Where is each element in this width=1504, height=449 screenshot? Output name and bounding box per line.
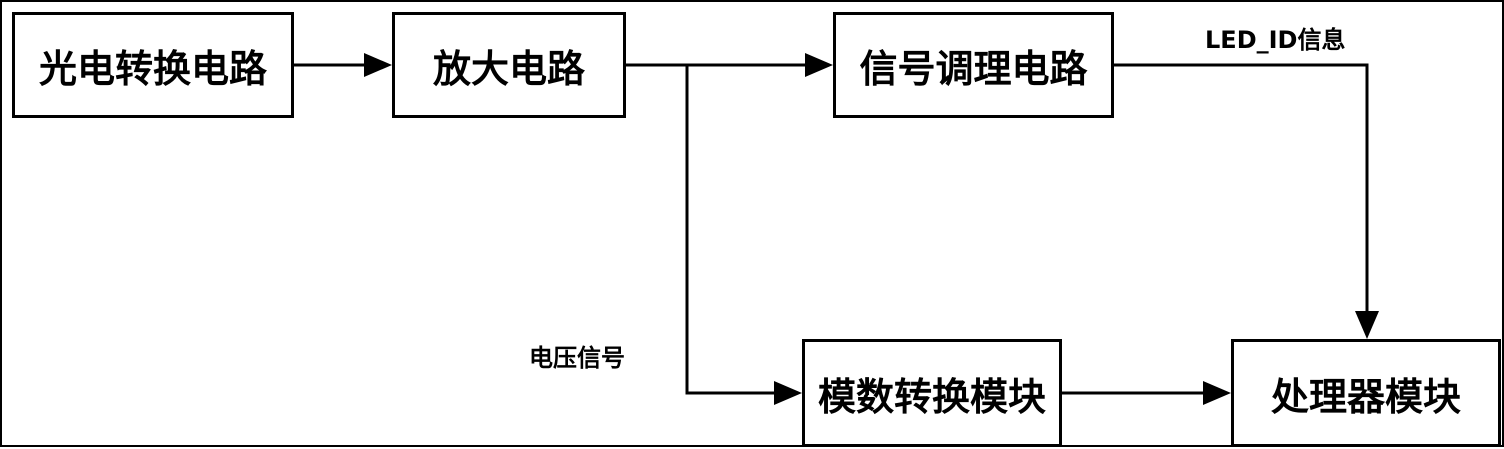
arrowhead-to-adc	[774, 381, 802, 405]
signal-conditioning-block: 信号调理电路	[833, 12, 1114, 118]
processor-module-block: 处理器模块	[1231, 339, 1501, 447]
adc-module-block: 模数转换模块	[802, 339, 1062, 447]
arrow-amplifier-to-adc	[685, 65, 774, 395]
led-id-info-label: LED_ID信息	[1205, 26, 1346, 54]
photoelectric-conversion-block: 光电转换电路	[12, 12, 294, 118]
arrowhead-to-processor-left	[1203, 381, 1231, 405]
arrowhead-to-amplifier	[364, 53, 392, 77]
amplifier-circuit-block: 放大电路	[392, 12, 626, 118]
voltage-signal-label: 电压信号	[529, 344, 625, 372]
arrowhead-to-conditioning	[805, 53, 833, 77]
arrow-conditioning-to-processor	[1114, 63, 1369, 311]
arrowhead-to-processor-top	[1355, 311, 1379, 339]
